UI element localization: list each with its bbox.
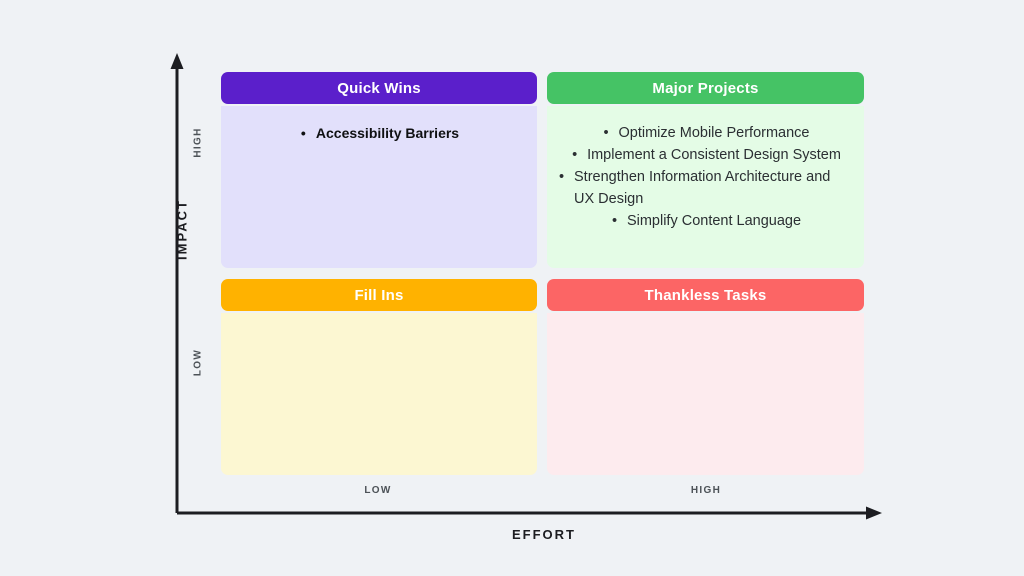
list-item: Simplify Content Language	[610, 210, 801, 232]
quadrant-quick-wins[interactable]: Quick Wins Accessibility Barriers	[221, 72, 537, 268]
quadrant-title-major-projects: Major Projects	[652, 79, 759, 97]
quadrant-title-thankless-tasks: Thankless Tasks	[644, 286, 767, 304]
quadrant-body-quick-wins: Accessibility Barriers	[221, 106, 537, 268]
y-axis-arrowhead	[170, 53, 184, 69]
quadrant-title-fill-ins: Fill Ins	[354, 286, 404, 304]
quadrant-body-major-projects: Optimize Mobile PerformanceImplement a C…	[547, 106, 864, 268]
x-axis-title: EFFORT	[512, 527, 576, 542]
quadrant-header-major-projects: Major Projects	[547, 72, 864, 104]
y-axis-tick-high: HIGH	[192, 127, 204, 158]
list-item: Strengthen Information Architecture and …	[557, 166, 854, 210]
y-axis-title: IMPACT	[174, 199, 190, 260]
quadrant-body-fill-ins	[221, 313, 537, 475]
y-axis-tick-low: LOW	[192, 348, 204, 377]
list-item: Accessibility Barriers	[299, 122, 459, 144]
x-axis-tick-high: HIGH	[690, 485, 722, 496]
x-axis-tick-low: LOW	[364, 485, 392, 496]
quadrant-title-quick-wins: Quick Wins	[337, 79, 421, 97]
quadrant-fill-ins[interactable]: Fill Ins	[221, 279, 537, 475]
x-axis-arrowhead	[866, 506, 882, 520]
quadrant-body-thankless-tasks	[547, 313, 864, 475]
quadrant-header-fill-ins: Fill Ins	[221, 279, 537, 311]
quadrant-list-quick-wins: Accessibility Barriers	[231, 122, 527, 144]
quadrant-header-quick-wins: Quick Wins	[221, 72, 537, 104]
quadrant-header-thankless-tasks: Thankless Tasks	[547, 279, 864, 311]
quadrant-list-major-projects: Optimize Mobile PerformanceImplement a C…	[557, 122, 854, 232]
quadrant-major-projects[interactable]: Major Projects Optimize Mobile Performan…	[547, 72, 864, 268]
list-item: Implement a Consistent Design System	[570, 144, 841, 166]
list-item: Optimize Mobile Performance	[602, 122, 810, 144]
quadrant-thankless-tasks[interactable]: Thankless Tasks	[547, 279, 864, 475]
